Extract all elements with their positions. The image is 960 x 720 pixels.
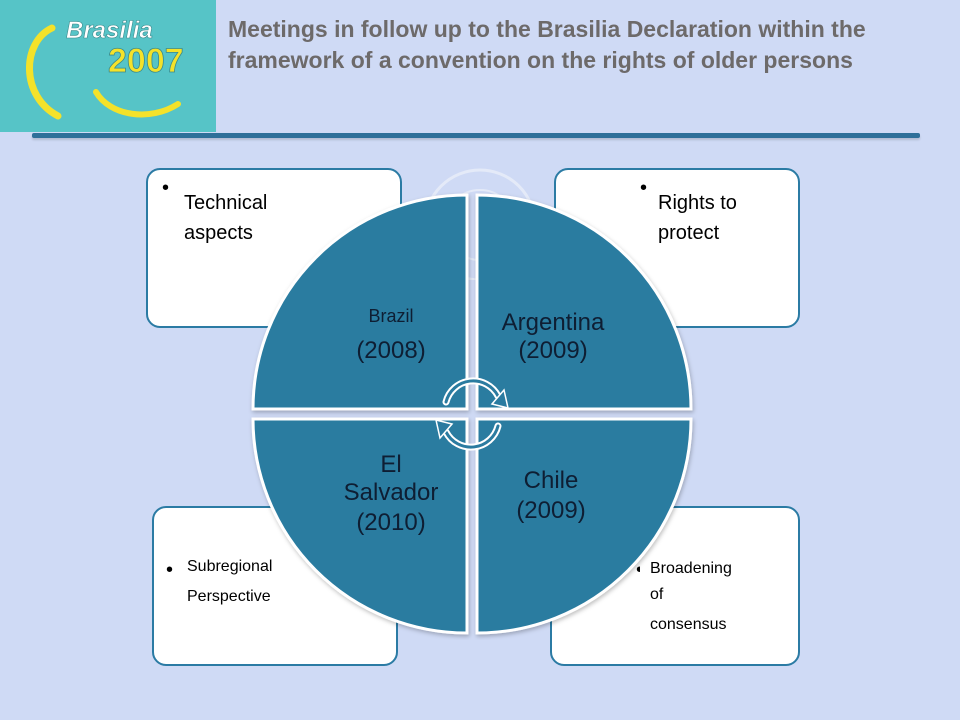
logo-graphic: Brasilia 2007 (26, 17, 184, 120)
bullet-dot: • (162, 177, 170, 199)
cycle-diagram: Brazil (2008) Argentina (2009) El Salvad… (251, 193, 693, 635)
quadrant-brazil-country: Brazil (368, 306, 413, 326)
quadrant-el-salvador-line1: El (380, 451, 401, 478)
cycle-arrows-icon (435, 377, 509, 451)
quadrant-chile-country: Chile (524, 467, 579, 494)
quadrant-el-salvador-year: (2010) (356, 509, 425, 536)
card-label-broadening-of-consensus: Broadening of consensus (640, 552, 782, 642)
header-divider (32, 133, 920, 138)
card-label-subregional-perspective: Subregional Perspective (178, 552, 320, 614)
page-title: Meetings in follow up to the Brasilia De… (228, 16, 866, 73)
logo-year-text: 2007 (108, 42, 184, 80)
bullet-dot: • (640, 177, 648, 199)
quadrant-chile (475, 417, 693, 635)
brasilia-2007-logo: Brasilia 2007 (0, 0, 216, 132)
card-label-rights-to-protect: Rights to protect (651, 188, 776, 250)
quadrant-argentina-year: (2009) (518, 337, 587, 364)
quadrant-brazil (251, 193, 469, 411)
bullet-dot: • (166, 559, 174, 581)
card-label-technical-aspects: Technical aspects (176, 188, 302, 250)
quadrant-argentina-country: Argentina (502, 309, 605, 336)
quadrant-chile-year: (2009) (516, 497, 585, 524)
quadrant-argentina (475, 193, 693, 411)
bullet-dot: • (636, 560, 643, 580)
logo-brand-text: Brasilia (66, 17, 153, 44)
quadrant-el-salvador-line2: Salvador (344, 479, 439, 506)
quadrant-el-salvador (251, 417, 469, 635)
quadrant-brazil-year: (2008) (356, 337, 425, 364)
